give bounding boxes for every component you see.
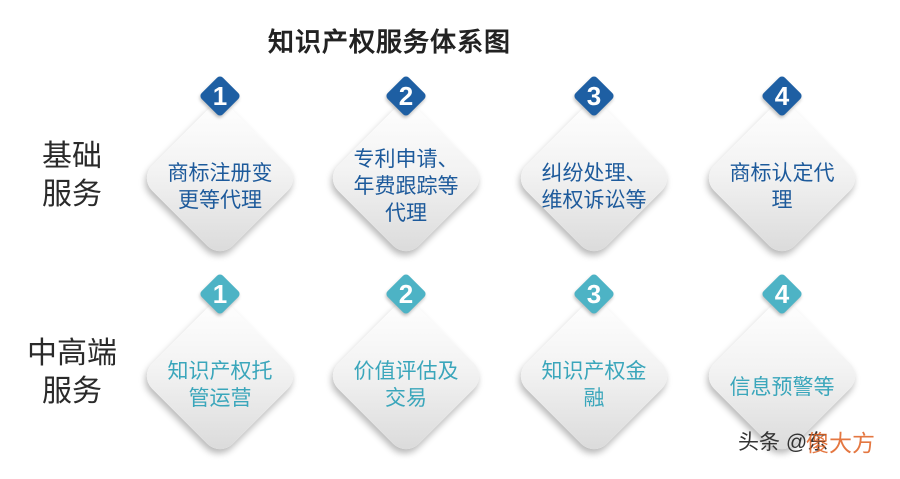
card-text: 商标认定代 理 [729, 161, 835, 212]
page-title: 知识产权服务体系图 [268, 28, 512, 58]
basic-service-card-2: 2 专利申请、 年费跟踪等 代理 [316, 74, 496, 268]
number-badge: 2 [384, 74, 428, 118]
number-badge: 4 [760, 272, 804, 316]
basic-services-label: 基础 服务 [42, 139, 102, 212]
high-end-services-label: 中高端 服务 [27, 336, 117, 409]
high-end-service-card-1: 1 知识产权托 管运营 [130, 272, 310, 466]
watermark-overlay: 傻大方 [806, 431, 875, 457]
card-text: 信息预警等 [729, 375, 835, 399]
watermark: 头条 @东 [738, 431, 829, 454]
card-text: 价值评估及 交易 [353, 359, 459, 410]
high-end-service-card-2: 2 价值评估及 交易 [316, 272, 496, 466]
basic-service-card-3: 3 纠纷处理、 维权诉讼等 [504, 74, 684, 268]
high-end-service-card-3: 3 知识产权金 融 [504, 272, 684, 466]
card-text: 纠纷处理、 维权诉讼等 [541, 161, 647, 212]
number-badge: 3 [572, 74, 616, 118]
card-text: 知识产权金 融 [541, 359, 647, 410]
card-text: 商标注册变 更等代理 [167, 161, 273, 212]
number-badge: 1 [198, 74, 242, 118]
basic-service-card-4: 4 商标认定代 理 [692, 74, 872, 268]
basic-service-card-1: 1 商标注册变 更等代理 [130, 74, 310, 268]
number-badge: 3 [572, 272, 616, 316]
card-text: 知识产权托 管运营 [167, 359, 273, 410]
number-badge: 1 [198, 272, 242, 316]
high-end-service-card-4: 4 信息预警等 [692, 272, 872, 466]
number-badge: 2 [384, 272, 428, 316]
number-badge: 4 [760, 74, 804, 118]
card-text: 专利申请、 年费跟踪等 代理 [353, 147, 459, 225]
